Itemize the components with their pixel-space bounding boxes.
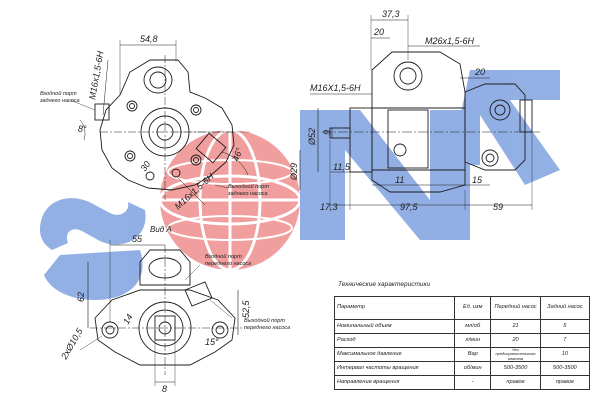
specs-title: Технические характеристики (338, 281, 431, 288)
note-rear-inlet-line1: Входной порт (40, 90, 77, 97)
table-row: Интервал частоты вращения об/мин 500-350… (334, 361, 591, 376)
specs-header-front: Передний насос (490, 296, 541, 320)
view-a-flange (94, 289, 236, 366)
note-front-inlet-line2: переднего насоса (205, 261, 251, 267)
specs-body: Номинальный объем мл/об 21 5 Расход л/ми… (334, 319, 591, 390)
dim-15: 15 (472, 175, 483, 185)
view-a-title: Вид А (150, 225, 172, 234)
specs-header-unit: Ед. изм (453, 296, 492, 320)
dim-m16-top: M16x1,5-6H (87, 50, 105, 101)
side-view-labels: 37,3 20 M26x1,5-6H M16X1,5-6H 20 Ø52 9 Ø… (289, 9, 503, 212)
watermark-arrow (450, 70, 560, 185)
spec-unit: мл/об (453, 319, 492, 334)
front-view-inlet-port (94, 103, 110, 121)
note-front-outlet-line2: переднего насоса (244, 325, 290, 331)
spec-rear: 500-3500 (539, 361, 591, 376)
front-view-bolts (124, 100, 202, 181)
spec-front: 20 (490, 333, 541, 348)
table-row: Максимальное давление Bap без предохрани… (334, 347, 591, 362)
note-front-inlet-line1: Входной порт (205, 253, 242, 260)
spec-unit: - (453, 375, 492, 390)
dim-9: 9 (322, 130, 332, 135)
spec-front: правое (490, 375, 541, 390)
specs-header-row: Параметр Ед. изм Передний насос Задний н… (334, 296, 591, 320)
spec-rear: 10 (539, 347, 591, 362)
spec-unit: л/мин (453, 333, 492, 348)
dim-11: 11 (395, 175, 404, 185)
side-view-rear-pump (464, 83, 526, 171)
spec-rear: правое (539, 375, 591, 390)
spec-param: Интервал частоты вращения (334, 361, 455, 376)
view-a (79, 240, 245, 386)
spec-param: Максимальное давление (334, 347, 455, 362)
dim-30: 30 (138, 159, 152, 173)
dim-m16-side: M16X1,5-6H (310, 83, 361, 93)
dim-17-3: 17,3 (320, 202, 338, 212)
front-view-outlet-port (195, 132, 227, 164)
spec-rear: 7 (539, 333, 591, 348)
dim-54-8: 54,8 (140, 34, 158, 44)
dim-62: 62 (76, 292, 86, 302)
dim-11-5: 11,5 (333, 162, 351, 172)
specs-header-rear: Задний насос (539, 296, 591, 320)
dim-14: 14 (121, 312, 135, 326)
spec-unit: об/мин (453, 361, 492, 376)
front-view (69, 40, 250, 206)
dim-59: 59 (493, 202, 503, 212)
watermark-letter-n (300, 110, 470, 240)
note-rear-inlet-line2: заднего насоса (39, 98, 80, 104)
front-view-labels: 54,8 M16x1,5-6H 8° 46° M16x1,5-6H 30 Вхо… (39, 34, 269, 211)
watermark-logo (40, 70, 560, 300)
specs-header-param: Параметр (334, 296, 455, 320)
table-row: Направление вращения - правое правое (334, 375, 591, 390)
dim-dia-29: Ø29 (289, 163, 299, 181)
dim-20-right: 20 (474, 67, 485, 77)
note-front-outlet-line1: Выходной порт (244, 317, 285, 324)
dim-angle-8: 8° (78, 124, 87, 134)
dim-dia-52: Ø52 (307, 128, 317, 146)
spec-unit: Bap (453, 347, 492, 362)
side-view (299, 15, 540, 210)
dim-2x10-5: 2хØ10,5 (59, 326, 86, 362)
dim-52-5: 52,5 (241, 299, 251, 318)
spec-front: 500-3500 (490, 361, 541, 376)
spec-param: Направление вращения (334, 375, 455, 390)
dim-37-3: 37,3 (382, 9, 400, 19)
dim-97-5: 97,5 (400, 202, 419, 212)
spec-front: без предохранительного клапана (490, 347, 541, 362)
watermark-letter-s (40, 198, 146, 300)
dim-8: 8 (162, 384, 167, 394)
note-rear-outlet-line1: Выходной порт (228, 183, 269, 190)
table-row: Расход л/мин 20 7 (334, 333, 591, 348)
table-row: Номинальный объем мл/об 21 5 (334, 319, 591, 334)
note-rear-outlet-line2: заднего насоса (227, 191, 268, 197)
spec-rear: 5 (539, 319, 591, 334)
spec-param: Расход (334, 333, 455, 348)
specs-table: Параметр Ед. изм Передний насос Задний н… (334, 296, 591, 390)
spec-param: Номинальный объем (334, 319, 455, 334)
dim-55: 55 (132, 234, 143, 244)
dim-15-deg: 15° (205, 337, 219, 347)
dim-20-top: 20 (373, 27, 384, 37)
spec-front: 21 (490, 319, 541, 334)
dim-angle-46: 46° (230, 146, 244, 163)
dim-m26: M26x1,5-6H (425, 36, 475, 46)
front-view-body-outline (99, 59, 235, 191)
